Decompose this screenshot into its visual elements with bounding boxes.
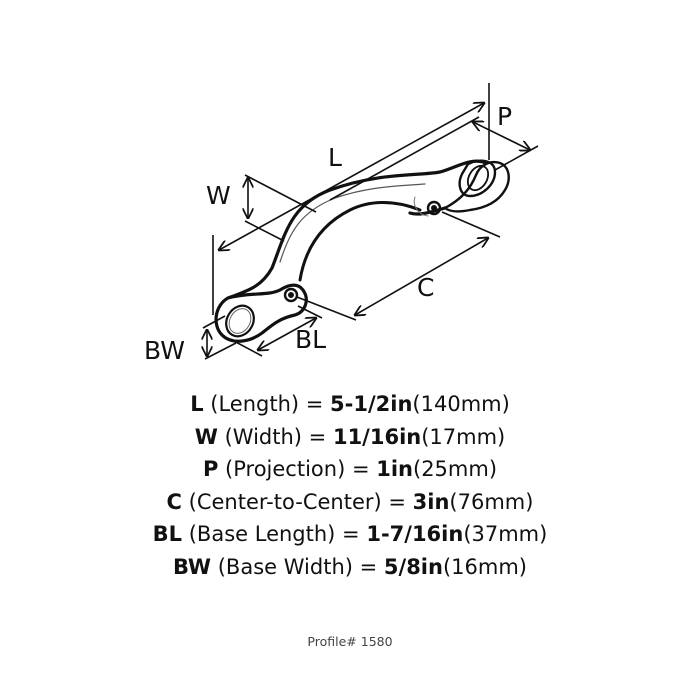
spec-code: L	[190, 392, 204, 416]
spec-name: (Projection) =	[225, 457, 370, 481]
spec-code: BW	[173, 554, 212, 579]
spec-name: (Base Length) =	[188, 522, 360, 546]
profile-number: Profile# 1580	[307, 634, 393, 649]
spec-row-base-length: BL (Base Length) = 1-7/16in(37mm)	[0, 518, 700, 551]
spec-code: W	[194, 424, 218, 449]
spec-code: BL	[152, 522, 183, 546]
spec-name: (Center-to-Center) =	[188, 489, 406, 514]
spec-row-projection: P (Projection) = 1in(25mm)	[0, 453, 700, 486]
dimension-label-base-length: BL	[295, 325, 327, 354]
spec-metric: (17mm)	[421, 424, 506, 449]
spec-row-base-width: BW (Base Width) = 5/8in(16mm)	[0, 551, 700, 584]
spec-row-center-to-center: C (Center-to-Center) = 3in(76mm)	[0, 486, 700, 519]
spec-metric: (16mm)	[442, 554, 527, 579]
spec-code: P	[202, 457, 219, 481]
spec-row-length: L (Length) = 5-1/2in(140mm)	[0, 388, 700, 421]
spec-metric: (140mm)	[412, 392, 510, 416]
spec-name: (Length) =	[210, 392, 324, 416]
spec-imperial: 11/16in	[332, 424, 422, 449]
handle-dimension-drawing	[0, 83, 539, 360]
spec-row-width: W (Width) = 11/16in(17mm)	[0, 421, 700, 454]
dimension-lines	[203, 83, 539, 360]
spec-code: C	[166, 489, 182, 514]
spec-metric: (25mm)	[413, 457, 498, 481]
dimension-label-length: L	[328, 143, 342, 172]
dimension-label-base-width: BW	[144, 336, 185, 365]
dimension-label-center-to-center: C	[417, 273, 435, 302]
spec-imperial: 5-1/2in	[330, 392, 413, 416]
spec-metric: (76mm)	[449, 489, 534, 514]
spec-metric: (37mm)	[463, 522, 548, 546]
dimension-label-projection: P	[497, 102, 513, 131]
spec-imperial: 3in	[412, 489, 450, 514]
spec-name: (Width) =	[224, 424, 327, 449]
spec-imperial: 5/8in	[383, 554, 443, 579]
dimension-label-width: W	[206, 181, 231, 210]
spec-imperial: 1-7/16in	[366, 522, 464, 546]
spec-name: (Base Width) =	[217, 554, 378, 579]
spec-imperial: 1in	[376, 457, 413, 481]
specification-list: L (Length) = 5-1/2in(140mm) W (Width) = …	[0, 388, 700, 583]
